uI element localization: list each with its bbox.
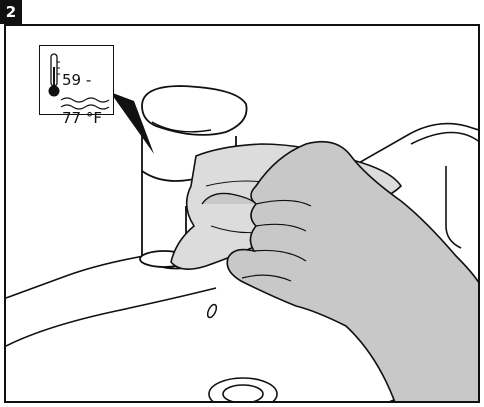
illustration-panel: 59 - 77 °F [4,24,480,403]
temperature-low: 59 - [62,71,92,89]
thermometer-icon [48,53,60,97]
callout-pointer [110,92,154,154]
step-number-badge: 2 [0,0,22,24]
water-waves-icon [60,97,110,110]
temperature-range: 59 - 77 °F [62,52,102,147]
temperature-callout: 59 - 77 °F [39,45,114,127]
temperature-high: 77 °F [62,109,102,127]
hand [201,140,478,401]
step-number: 2 [5,3,17,21]
overflow-hole [206,303,218,319]
faucet-cleaning-drawing [6,85,478,401]
drain [208,377,278,401]
